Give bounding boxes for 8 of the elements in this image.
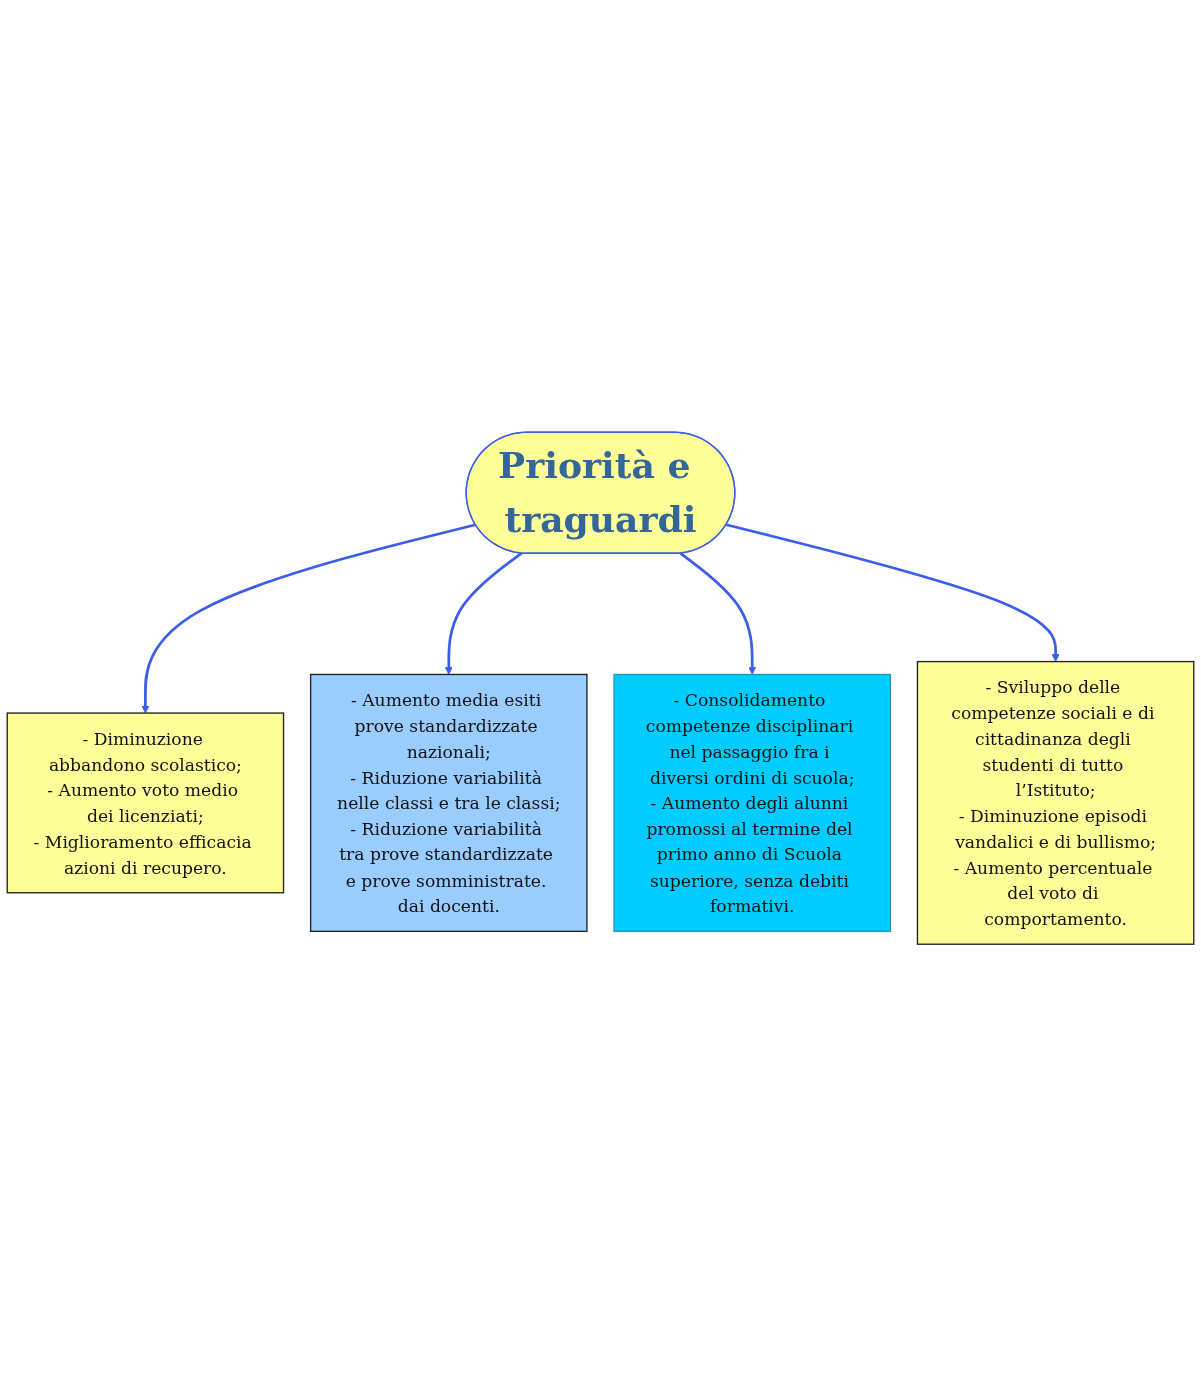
arrow (444, 552, 523, 675)
arrow (726, 523, 1060, 662)
node-box: - Consolidamento competenze disciplinari nel passaggio fra i diversi ordini di scuola; - Aumento degli alunni promossi al termine del primo anno di Scuola superiore, senza debiti formativi. (613, 673, 892, 932)
arrow (141, 523, 476, 714)
node-box: - Diminuzione abbandono scolastico; - Aumento voto medio dei licenziati; - Miglioramento efficacia azioni di recupero. (6, 712, 285, 894)
arrow (679, 552, 757, 675)
node-box: - Sviluppo delle competenze sociali e di cittadinanza degli studenti di tutto l’Istituto; - Diminuzione episodi vandalici e di bullismo; - Aumento percentuale del voto di comportamento. (916, 660, 1195, 945)
node-box: - Aumento media esiti prove standardizzate nazionali; - Riduzione variabilità nelle classi e tra le classi; - Riduzione variabilità tra prove standardizzate e prove somministrate. dai docenti. (309, 673, 588, 932)
